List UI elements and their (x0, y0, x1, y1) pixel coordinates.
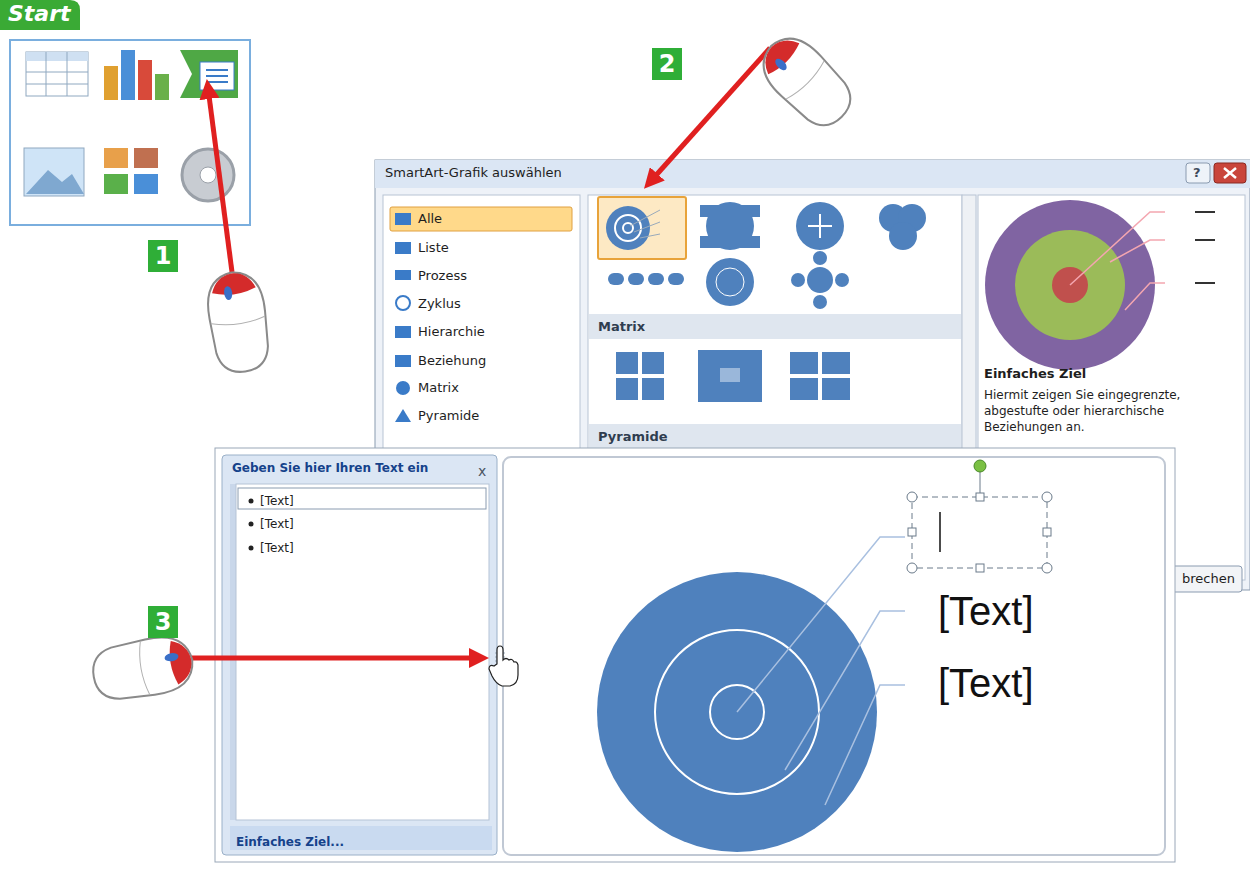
callout-number: 2 (652, 48, 682, 80)
node-heading: Geben Sie hier Ihren Text ein (222, 455, 503, 481)
callout-number: 1 (148, 240, 178, 272)
text-pane-item: [Text] (260, 493, 294, 509)
text-pane-item: [Text] (260, 516, 294, 532)
button-label: brechen (1182, 571, 1235, 587)
category-item: Pyramide (418, 408, 479, 424)
category-item: Beziehung (418, 353, 486, 369)
category-item: Hierarchie (418, 324, 485, 340)
dialog-window: SmartArt-Grafik auswählen (375, 160, 1250, 188)
help-button-label: ? (1193, 165, 1201, 181)
node-footer: Einfaches Ziel... (236, 835, 344, 849)
category-item: Matrix (418, 380, 459, 396)
category-item: Prozess (418, 268, 467, 284)
category-item: Alle (418, 211, 442, 227)
callout-number: 3 (148, 606, 178, 638)
node-heading: SmartArt-Grafik auswählen (375, 160, 1250, 185)
text-pane-item: [Text] (260, 540, 294, 556)
text-pane: Geben Sie hier Ihren Text einEinfaches Z… (222, 455, 503, 855)
category-item: Zyklus (418, 296, 461, 312)
category-item: Liste (418, 240, 449, 256)
section-header: Pyramide (598, 429, 668, 445)
close-button-label: x (478, 463, 486, 479)
layout-name: Einfaches Ziel (984, 366, 1086, 382)
shape-text: [Text] (938, 660, 1034, 706)
shape-text: [Text] (938, 588, 1034, 634)
layout-description: Hiermit zeigen Sie eingegrenzte, abgestu… (984, 387, 1246, 435)
section-header: Matrix (598, 319, 645, 335)
start-tab-label: Start (8, 0, 71, 28)
